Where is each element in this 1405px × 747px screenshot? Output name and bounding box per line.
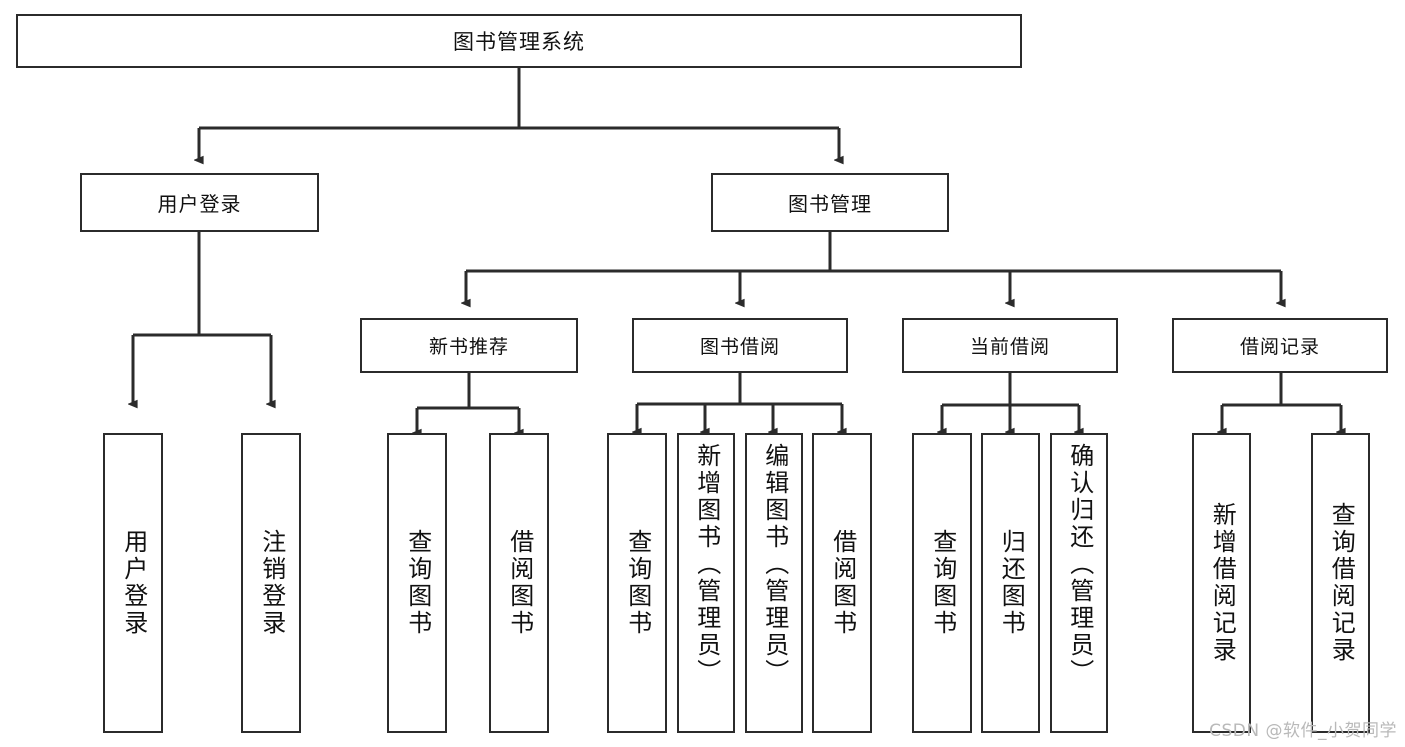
node-label: 借阅记录 — [1239, 336, 1320, 358]
leaf-label: 注销登录 — [257, 529, 286, 637]
leaf-label: 归还图书 — [997, 529, 1026, 637]
leaf-current-return-book[interactable]: 归还图书 — [981, 433, 1040, 733]
leaf-label: 用户登录 — [119, 529, 148, 637]
leaf-label: 新增图书（管理员） — [692, 443, 721, 686]
node-book-borrow[interactable]: 图书借阅 — [632, 318, 848, 373]
csdn-watermark: CSDN @软件_小贺同学 — [1209, 721, 1397, 741]
leaf-label: 借阅图书 — [505, 529, 534, 637]
leaf-borrow-query-book[interactable]: 查询图书 — [607, 433, 667, 733]
node-label: 图书借阅 — [699, 336, 780, 358]
node-label: 当前借阅 — [969, 336, 1050, 358]
leaf-recommend-query-book[interactable]: 查询图书 — [387, 433, 447, 733]
leaf-record-add-record[interactable]: 新增借阅记录 — [1192, 433, 1251, 733]
leaf-label: 查询借阅记录 — [1327, 502, 1356, 664]
node-borrow-record[interactable]: 借阅记录 — [1172, 318, 1388, 373]
node-root-system[interactable]: 图书管理系统 — [16, 14, 1022, 68]
node-label: 新书推荐 — [428, 336, 509, 358]
leaf-label: 编辑图书（管理员） — [760, 443, 789, 686]
node-label: 用户登录 — [157, 192, 242, 216]
leaf-borrow-add-book-admin[interactable]: 新增图书（管理员） — [677, 433, 735, 733]
node-book-management[interactable]: 图书管理 — [711, 173, 949, 232]
leaf-label: 查询图书 — [403, 529, 432, 637]
leaf-borrow-borrow-book[interactable]: 借阅图书 — [812, 433, 872, 733]
leaf-label: 查询图书 — [623, 529, 652, 637]
leaf-label: 借阅图书 — [828, 529, 857, 637]
leaf-record-query-record[interactable]: 查询借阅记录 — [1311, 433, 1370, 733]
leaf-label: 确认归还（管理员） — [1065, 443, 1094, 686]
leaf-label: 新增借阅记录 — [1208, 502, 1237, 664]
leaf-recommend-borrow-book[interactable]: 借阅图书 — [489, 433, 549, 733]
leaf-current-confirm-return-admin[interactable]: 确认归还（管理员） — [1050, 433, 1108, 733]
leaf-label: 查询图书 — [928, 529, 957, 637]
node-label: 图书管理系统 — [453, 30, 585, 54]
leaf-user-login-logout[interactable]: 注销登录 — [241, 433, 301, 733]
node-new-book-recommend[interactable]: 新书推荐 — [360, 318, 578, 373]
node-current-borrow[interactable]: 当前借阅 — [902, 318, 1118, 373]
node-user-login[interactable]: 用户登录 — [80, 173, 319, 232]
leaf-current-query-book[interactable]: 查询图书 — [912, 433, 972, 733]
leaf-borrow-edit-book-admin[interactable]: 编辑图书（管理员） — [745, 433, 803, 733]
node-label: 图书管理 — [788, 192, 872, 216]
leaf-user-login-login[interactable]: 用户登录 — [103, 433, 163, 733]
